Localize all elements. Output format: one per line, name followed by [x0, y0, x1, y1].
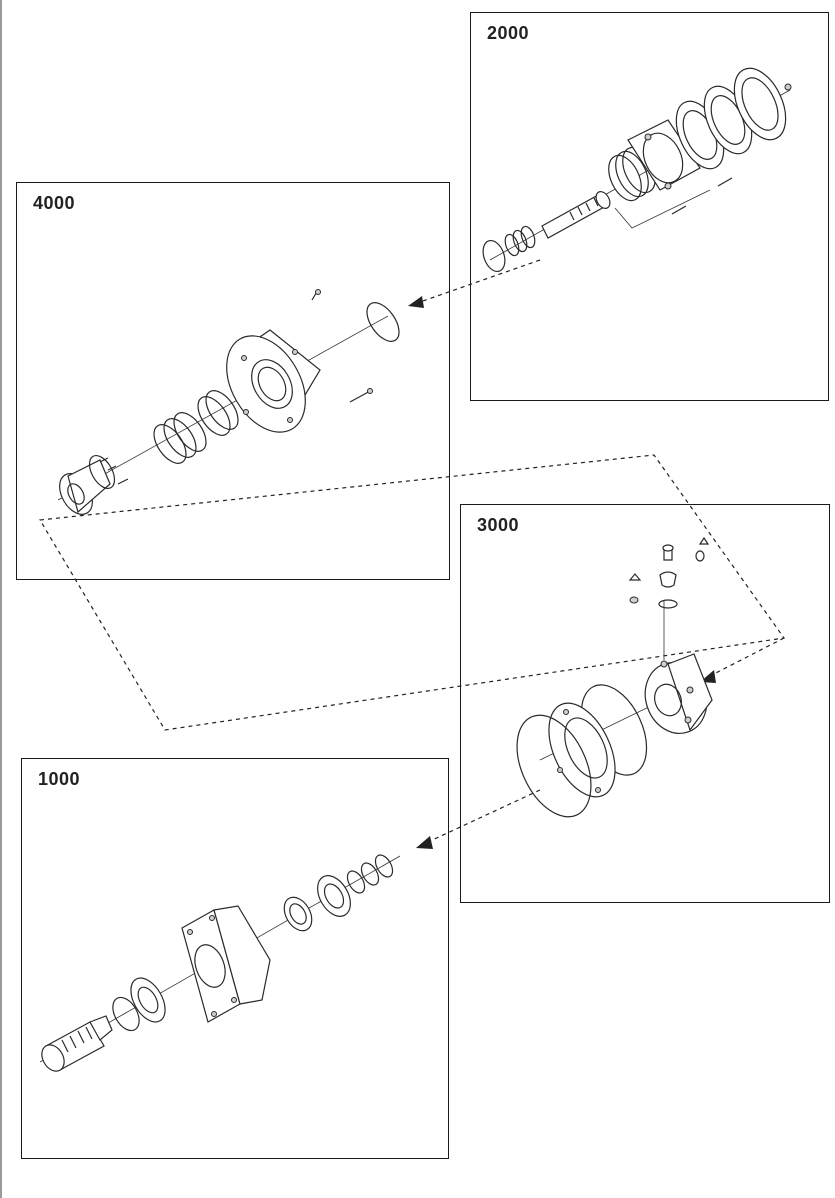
connector-3000-to-1000: [416, 789, 541, 849]
assembly-4000-parts: [57, 289, 400, 515]
bolts-4000: [311, 289, 373, 403]
connector-2000-to-4000: [408, 259, 541, 308]
spring-4000: [197, 396, 231, 436]
assembly-2000-parts: [482, 67, 792, 273]
page-edge-rule: [0, 0, 2, 1198]
panel-3000: 3000: [460, 504, 830, 903]
assembly-1000-parts: [39, 854, 401, 1072]
seal-ring-3000: [516, 714, 592, 818]
panel-2000: 2000: [470, 12, 829, 401]
shaft-seal-1000: [283, 896, 313, 932]
screws-2000: [671, 177, 733, 215]
o-ring-2000: [482, 239, 506, 273]
panel-4000-label: 4000: [33, 193, 76, 213]
o-ring-4000: [366, 302, 400, 342]
roller-bearing-1000: [130, 977, 166, 1023]
bearing-1000: [317, 875, 351, 917]
panel-3000-label: 3000: [477, 515, 520, 535]
assembly-3000-parts: [516, 536, 713, 818]
panel-2000-label: 2000: [487, 23, 530, 43]
end-cap-2000: [733, 67, 787, 141]
set-screws-4000: [99, 457, 129, 485]
panel-1000-label: 1000: [38, 769, 81, 789]
